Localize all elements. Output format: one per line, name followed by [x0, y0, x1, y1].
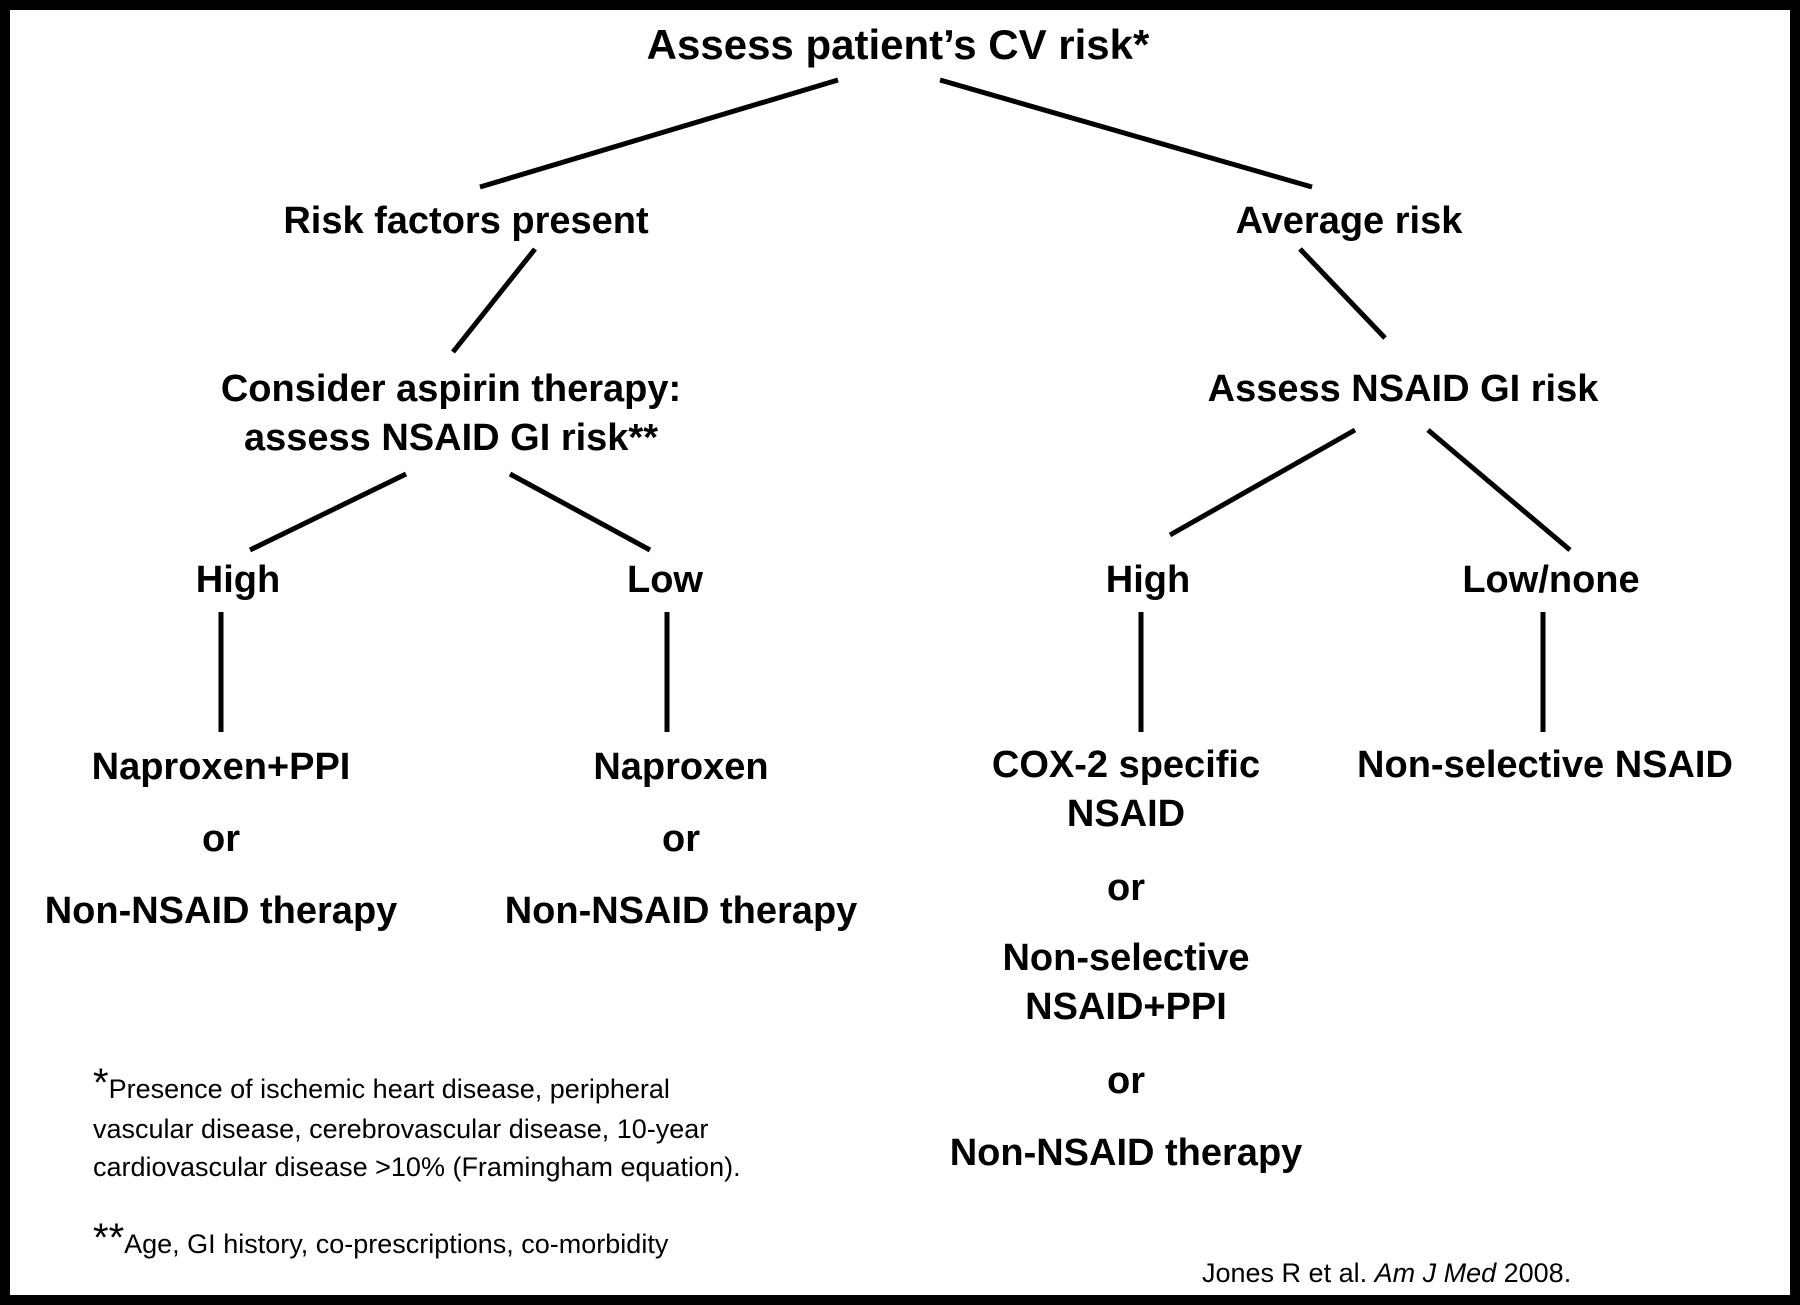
rec-or: or [662, 818, 700, 860]
footnote-text: Presence of ischemic heart disease, peri… [93, 1074, 741, 1182]
rec-naproxen: Naproxen [593, 746, 769, 788]
node-right-high: High [1105, 559, 1191, 601]
footnote-mark: * [93, 1061, 109, 1105]
footnote-single-asterisk: *Presence of ischemic heart disease, per… [93, 1055, 741, 1187]
node-consider-aspirin: Consider aspirin therapy: assess NSAID G… [220, 368, 682, 460]
rec-non-nsaid-therapy: Non-NSAID therapy [949, 1132, 1303, 1174]
node-right-low-none: Low/none [1462, 559, 1640, 601]
edge-assess-gi-to-high [1168, 427, 1357, 538]
edge-average-risk-to-assess-gi [1298, 247, 1387, 340]
edge-root-to-risk-factors [479, 77, 839, 190]
node-left-low: Low [627, 559, 703, 601]
rec-non-selective-nsaid-ppi: Non-selective NSAID+PPI [1002, 937, 1250, 1029]
rec-naproxen-ppi: Naproxen+PPI [91, 746, 351, 788]
rec-or: or [1107, 1060, 1145, 1102]
citation-journal: Am J Med [1374, 1258, 1497, 1288]
rec-or: or [1107, 867, 1145, 909]
node-risk-factors-present: Risk factors present [283, 200, 649, 242]
node-root: Assess patient’s CV risk* [646, 21, 1150, 68]
rec-non-nsaid-therapy: Non-NSAID therapy [504, 890, 858, 932]
rec-non-selective-nsaid: Non-selective NSAID [1357, 744, 1733, 786]
rec-or: or [202, 818, 240, 860]
node-average-risk: Average risk [1235, 200, 1463, 242]
edge-root-to-average-risk [939, 77, 1313, 190]
edge-assess-gi-to-low-none [1426, 428, 1572, 552]
edge-risk-factors-to-aspirin [451, 247, 537, 354]
footnote-double-asterisk: **Age, GI history, co-prescriptions, co-… [93, 1210, 668, 1266]
node-assess-gi-risk: Assess NSAID GI risk [1207, 368, 1599, 410]
citation-year: 2008. [1496, 1258, 1572, 1288]
footnote-mark: ** [93, 1216, 125, 1260]
citation: Jones R et al. Am J Med 2008. [1202, 1258, 1571, 1289]
edge-aspirin-to-high [248, 471, 408, 553]
rec-non-nsaid-therapy: Non-NSAID therapy [44, 890, 398, 932]
citation-authors: Jones R et al. [1202, 1258, 1375, 1288]
footnote-text: Age, GI history, co-prescriptions, co-mo… [124, 1229, 669, 1259]
edge-aspirin-to-low [508, 471, 652, 553]
node-left-high: High [195, 559, 281, 601]
rec-cox2-specific-nsaid: COX-2 specific NSAID [991, 744, 1261, 836]
